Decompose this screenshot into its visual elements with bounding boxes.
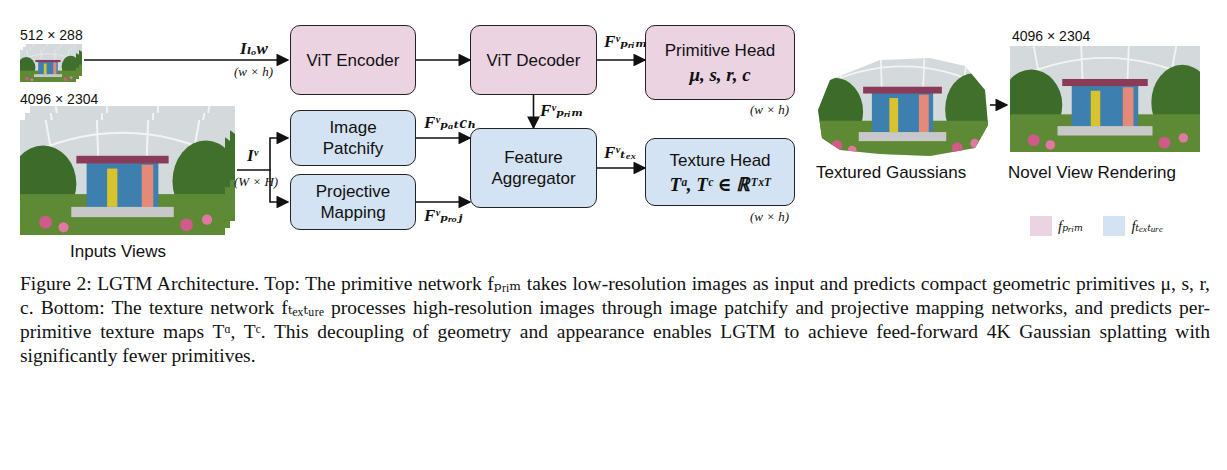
legend-text: fₚᵣᵢₘ bbox=[1058, 217, 1083, 235]
legend: fₚᵣᵢₘ fₜₑₓₜᵤᵣₑ bbox=[1030, 216, 1175, 236]
size-label: (W × H) bbox=[234, 174, 278, 190]
legend-item: fₚᵣᵢₘ bbox=[1030, 216, 1083, 236]
render-arrow bbox=[990, 104, 1007, 106]
novel-view-image bbox=[1001, 46, 1214, 152]
size-label: (w × h) bbox=[750, 209, 789, 225]
legend-text: fₜₑₓₜᵤᵣₑ bbox=[1131, 217, 1163, 235]
process-box: Projective Mapping bbox=[290, 174, 416, 230]
input-arrow bbox=[237, 138, 288, 170]
process-box: Image Patchify bbox=[290, 110, 416, 166]
math-formula: Tᵅ, Tᶜ ∈ ℝᵀˣᵀ bbox=[670, 174, 771, 195]
image-caption: Inputs Views bbox=[70, 242, 166, 262]
connector-arrow bbox=[533, 95, 535, 128]
encoder-box: ViT Encoder bbox=[290, 25, 416, 95]
image-caption: Textured Gaussians bbox=[816, 163, 966, 183]
legend-item: fₜₑₓₜᵤᵣₑ bbox=[1103, 216, 1163, 236]
head-box: Texture HeadTᵅ, Tᶜ ∈ ℝᵀˣᵀ bbox=[645, 138, 795, 206]
decoder-box: ViT Decoder bbox=[470, 25, 597, 95]
connector-arrow bbox=[416, 201, 470, 203]
connector-arrow bbox=[597, 167, 645, 169]
box-title: Feature Aggregator bbox=[477, 147, 590, 189]
box-title: Projective Mapping bbox=[297, 181, 409, 223]
legend-swatch bbox=[1103, 216, 1125, 236]
dimension-label: 4096 × 2304 bbox=[20, 91, 98, 107]
box-title: Texture Head bbox=[669, 150, 770, 171]
aggregator-box: Feature Aggregator bbox=[470, 128, 597, 208]
box-title: Primitive Head bbox=[665, 40, 776, 61]
connector-arrow bbox=[597, 59, 645, 61]
image-caption: Novel View Rendering bbox=[1008, 163, 1176, 183]
edge-label: Fᵛₚᵣₒⱼ bbox=[424, 205, 462, 226]
size-label: (w × h) bbox=[750, 102, 789, 118]
math-label: Iᵛ bbox=[247, 146, 258, 166]
figure-caption: Figure 2: LGTM Architecture. Top: The pr… bbox=[20, 272, 1210, 368]
math-label: Iₗₒw bbox=[240, 38, 268, 59]
edge-label: Fᵛₚₐₜcₕ bbox=[424, 112, 476, 133]
textured-gaussians bbox=[806, 55, 1002, 157]
input-image bbox=[10, 120, 239, 235]
edge-label: Fᵛₜₑₓ bbox=[604, 142, 637, 163]
math-formula: μ, s, r, c bbox=[689, 64, 750, 85]
edge-label: Fᵛₚᵣᵢₘ bbox=[540, 100, 583, 121]
gaussian-scene bbox=[806, 55, 1002, 157]
box-title: Image Patchify bbox=[297, 117, 409, 159]
connector-arrow bbox=[416, 59, 470, 61]
input-arrow bbox=[84, 59, 288, 61]
head-box: Primitive Head μ, s, r, c bbox=[645, 25, 795, 100]
edge-label: Fᵛₚᵣᵢₘ bbox=[604, 31, 647, 52]
dimension-label: 512 × 288 bbox=[20, 27, 83, 43]
box-title: ViT Decoder bbox=[487, 50, 581, 71]
size-label: (w × h) bbox=[234, 64, 273, 80]
low-res-image bbox=[17, 50, 80, 82]
box-title: ViT Encoder bbox=[307, 50, 400, 71]
connector-arrow bbox=[416, 137, 470, 139]
dimension-label: 4096 × 2304 bbox=[1012, 28, 1090, 44]
legend-swatch bbox=[1030, 216, 1052, 236]
